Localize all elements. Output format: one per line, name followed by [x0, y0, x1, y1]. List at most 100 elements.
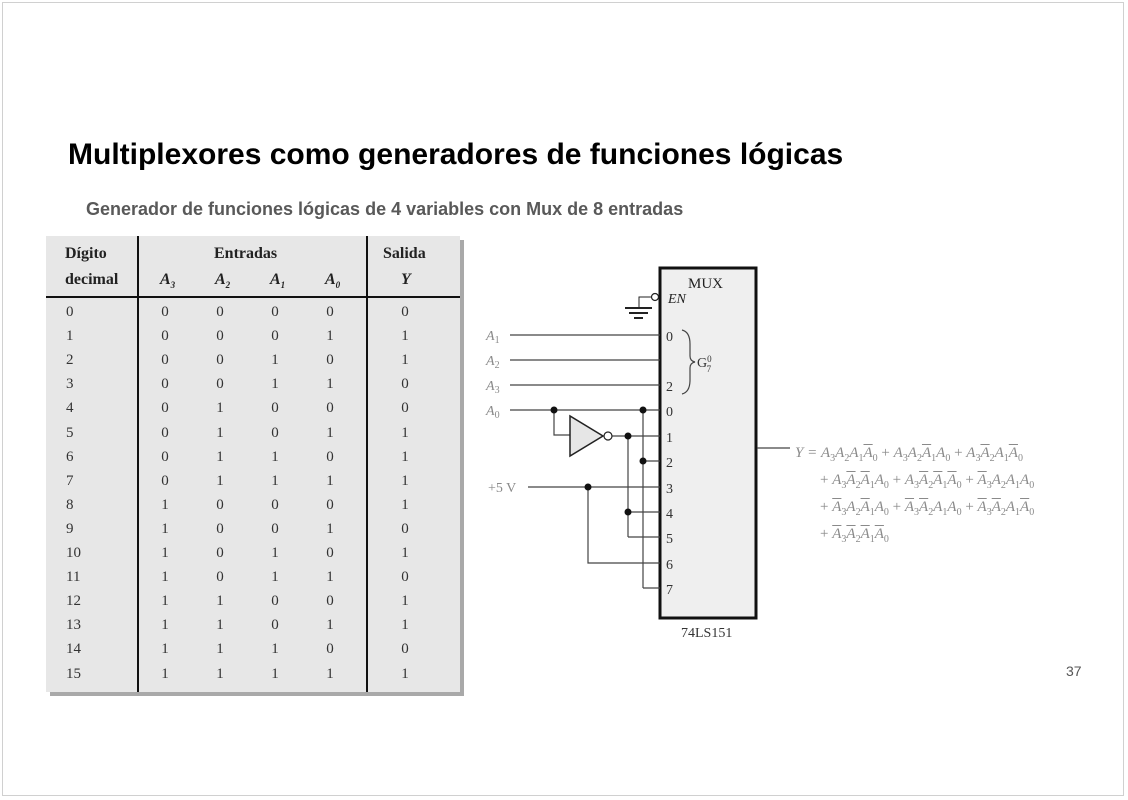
data-pin: 2: [666, 456, 673, 471]
minterm: A3A2A1A0: [894, 445, 951, 464]
divider: [366, 236, 368, 692]
input-a1-label: A1: [485, 329, 500, 346]
cell-input: 0: [271, 593, 279, 610]
cell-input: 1: [271, 545, 279, 561]
cell-input: 0: [326, 448, 334, 465]
cell-input: 0: [326, 304, 334, 320]
cell-input: 0: [271, 328, 279, 345]
plus-sign: +: [820, 499, 829, 515]
literal: A3: [966, 445, 981, 464]
literal: A1: [933, 499, 948, 518]
select-pin-2: 2: [666, 380, 673, 395]
data-pin: 7: [666, 583, 673, 598]
cell-output: 0: [401, 569, 409, 586]
minterm: A3A2A1A0: [832, 526, 889, 545]
literal: A0: [1020, 472, 1035, 491]
header-var-a2: A2: [215, 271, 231, 291]
literal: A3: [832, 472, 847, 491]
literal: A3: [904, 472, 920, 491]
ground-icon: [625, 292, 660, 319]
data-pin: 4: [666, 507, 673, 522]
equation-line: + A3A2A1A0 + A3A2A1A0 + A3A2A1A0: [795, 467, 1034, 494]
literal: A2: [835, 445, 850, 464]
cell-input: 0: [271, 400, 279, 417]
cell-input: 0: [271, 617, 279, 634]
cell-output: 0: [401, 641, 409, 658]
cell-decimal: 2: [66, 352, 74, 369]
data-pin: 1: [666, 431, 673, 446]
divider: [137, 236, 139, 692]
cell-output: 1: [401, 352, 409, 369]
mux-block: [658, 266, 758, 620]
cell-output: 1: [401, 665, 409, 682]
cell-input: 0: [161, 304, 169, 320]
mux-label: MUX: [688, 276, 723, 292]
literal: A1: [1005, 499, 1021, 518]
supply-label: +5 V: [488, 481, 516, 496]
cell-input: 0: [271, 424, 279, 441]
cell-output: 1: [401, 593, 409, 610]
cell-input: 0: [216, 520, 224, 537]
cell-output: 0: [401, 376, 409, 393]
cell-output: 0: [401, 520, 409, 537]
cell-input: 0: [216, 496, 224, 513]
cell-input: 1: [326, 665, 334, 682]
literal: A2: [991, 472, 1006, 491]
header-var-a0: A0: [325, 271, 341, 291]
cell-input: 0: [216, 569, 224, 586]
plus-sign: +: [892, 472, 902, 488]
cell-input: 1: [216, 424, 224, 441]
cell-input: 1: [161, 520, 169, 537]
cell-input: 0: [326, 593, 334, 610]
cell-input: 1: [326, 424, 334, 441]
minterm: A3A2A1A0: [821, 445, 878, 464]
literal: A0: [1008, 445, 1023, 464]
cell-decimal: 0: [66, 304, 74, 320]
cell-input: 0: [161, 328, 169, 345]
header-var-a3: A3: [160, 271, 176, 291]
literal: A1: [921, 445, 937, 464]
equation-lhs: Y =: [795, 445, 818, 461]
cell-input: 0: [216, 352, 224, 369]
cell-input: 0: [326, 400, 334, 417]
literal: A3: [977, 499, 992, 518]
cell-input: 1: [271, 376, 279, 393]
minterm: A3A2A1A0: [978, 472, 1035, 491]
equation-line: Y = A3A2A1A0 + A3A2A1A0 + A3A2A1A0: [795, 440, 1034, 467]
minterm: A3A2A1A0: [905, 499, 962, 518]
page-number: 37: [1066, 663, 1082, 679]
cell-input: 1: [161, 641, 169, 658]
cell-input: 0: [161, 448, 169, 465]
input-a0-label: A0: [485, 404, 500, 421]
data-pin: 5: [666, 532, 673, 547]
cell-input: 1: [326, 569, 334, 586]
plus-sign: +: [820, 472, 829, 488]
data-pin: 3: [666, 482, 673, 497]
minterm: A3A2A1A0: [904, 472, 962, 491]
cell-input: 1: [216, 472, 224, 489]
header-y: Y: [401, 271, 411, 288]
cell-input: 0: [326, 352, 334, 369]
cell-decimal: 12: [66, 593, 81, 610]
literal: A1: [1005, 472, 1021, 491]
header-digit-2: decimal: [65, 271, 119, 288]
minterm: A3A2A1A0: [977, 499, 1035, 518]
cell-decimal: 10: [66, 545, 81, 561]
cell-output: 1: [401, 496, 409, 513]
literal: A1: [860, 499, 875, 518]
cell-input: 0: [161, 472, 169, 489]
output-equation: Y = A3A2A1A0 + A3A2A1A0 + A3A2A1A0 + A3A…: [795, 440, 1034, 548]
minterm: A3A2A1A0: [832, 499, 889, 518]
literal: A3: [832, 526, 847, 545]
cell-input: 0: [216, 376, 224, 393]
cell-input: 1: [216, 400, 224, 417]
cell-input: 1: [326, 617, 334, 634]
cell-input: 1: [271, 641, 279, 658]
literal: A0: [947, 499, 962, 518]
cell-decimal: 6: [66, 448, 74, 465]
cell-input: 1: [216, 641, 224, 658]
cell-input: 1: [161, 545, 169, 561]
cell-input: 0: [216, 328, 224, 345]
